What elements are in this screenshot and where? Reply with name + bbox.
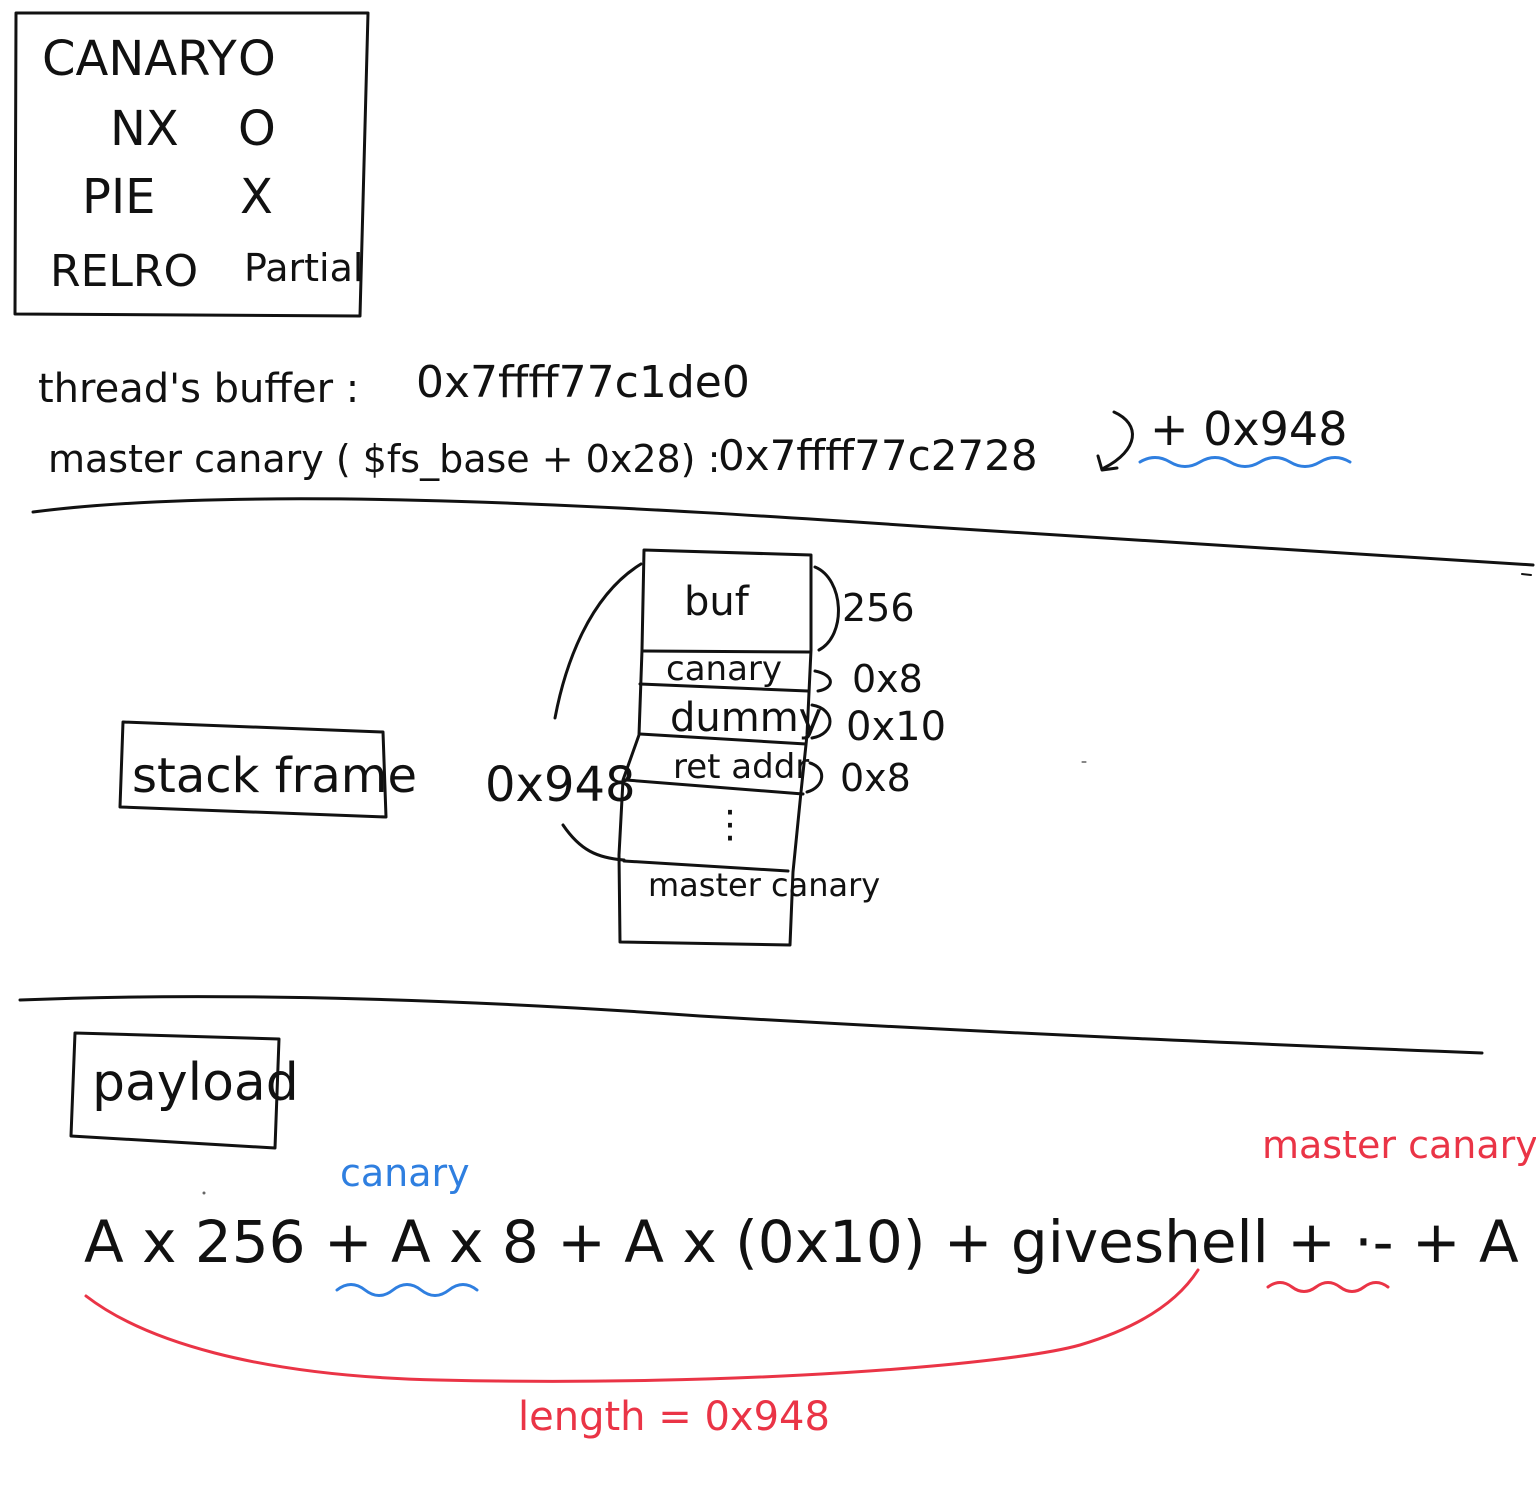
stack-divider-canary (638, 682, 810, 693)
top-divider (31, 497, 1535, 567)
ret-addr-size-bracket (805, 761, 824, 794)
canary-size-bracket (813, 669, 832, 693)
offset-value: + 0x948 (1150, 402, 1347, 456)
protection-name-pie: PIE (82, 169, 155, 225)
stack-cell-buf: buf (684, 579, 750, 625)
canary-note: canary (340, 1151, 470, 1195)
top-divider-tail (1521, 573, 1532, 576)
protection-status-pie: X (240, 169, 273, 225)
master-canary-note: master canary (1262, 1123, 1536, 1167)
dummy-size-value: 0x10 (846, 704, 946, 750)
master-canary-address-value: 0x7ffff77c2728 (718, 431, 1038, 480)
payload-expression: A x 256 + A x 8 + A x (0x10) + giveshell… (84, 1208, 1536, 1276)
protections-box-outline (13, 11, 370, 318)
protection-name-nx: NX (110, 101, 179, 157)
stack-diagram: buf canary dummy ret addr ⋮ master canar… (485, 548, 946, 947)
dummy-size-bracket (810, 703, 832, 740)
total-offset-value: 0x948 (485, 757, 636, 813)
stack-cell-canary: canary (666, 649, 782, 689)
stack-frame-title: stack frame (132, 748, 417, 804)
stack-cell-master-canary-text: master canary (648, 866, 880, 904)
protection-status-relro: Partial (244, 246, 363, 290)
protections-box: CANARY O NX O PIE X RELRO Partial (13, 11, 370, 318)
thread-buffer-label: thread's buffer : (38, 366, 359, 412)
payload-length-note: length = 0x948 (518, 1394, 830, 1440)
stack-cell-master-canary: master canary (648, 866, 880, 904)
payload-label: payload (69, 1031, 299, 1150)
protection-name-canary: CANARY (42, 31, 237, 87)
total-offset-upper-brace (553, 562, 643, 720)
master-canary-red-underline (1266, 1281, 1390, 1293)
protection-status-canary: O (238, 31, 276, 87)
canary-size-value: 0x8 (852, 657, 923, 701)
canary-blue-underline (335, 1283, 479, 1297)
stack-cell-dummy: dummy (670, 695, 822, 741)
protection-name-relro: RELRO (50, 246, 198, 297)
protection-status-nx: O (238, 101, 276, 157)
offset-blue-underline (1138, 456, 1352, 468)
offset-bracket (1102, 410, 1134, 470)
payload-box (69, 1031, 281, 1150)
stack-cell-gap: ⋮ (711, 802, 749, 846)
payload-length-brace (84, 1268, 1200, 1383)
buf-size-bracket (813, 565, 840, 652)
bottom-divider (18, 995, 1484, 1055)
payload-title: payload (92, 1053, 299, 1113)
thread-buffer-value: 0x7ffff77c1de0 (416, 357, 750, 408)
buf-size-value: 256 (842, 586, 915, 630)
stack-divider-ret (624, 778, 805, 796)
stack-frame-label: stack frame (118, 720, 417, 819)
address-notes: thread's buffer : 0x7ffff77c1de0 master … (38, 357, 1352, 481)
payload-expression-group: canary master canary A x 256 + A x 8 + A… (84, 1123, 1536, 1440)
total-offset-lower-brace (561, 823, 626, 862)
stack-divider-dummy (638, 732, 808, 746)
master-canary-address-label: master canary ( $fs_base + 0x28) : (48, 437, 720, 481)
stack-divider-buf (641, 649, 811, 654)
offset-arrow-icon (1096, 454, 1119, 472)
stack-divider-master (622, 859, 790, 873)
stack-frame-box (118, 720, 388, 819)
ret-addr-size-value: 0x8 (840, 756, 911, 800)
stack-cell-ret-addr: ret addr (673, 747, 809, 787)
master-canary-note-text: master canary (1262, 1123, 1536, 1167)
stray-dot-1 (202, 1191, 206, 1195)
